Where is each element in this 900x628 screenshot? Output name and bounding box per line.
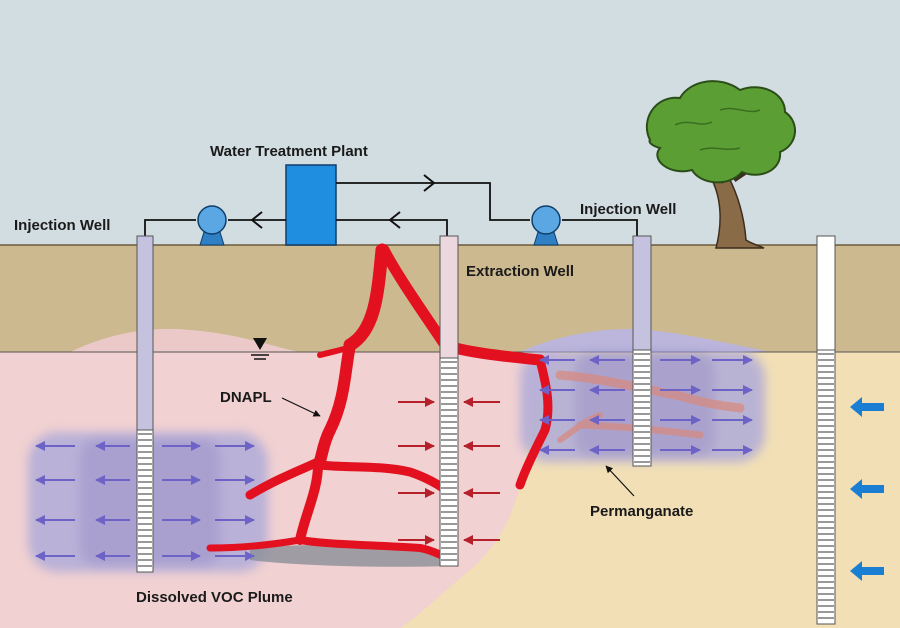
label-dnapl: DNAPL <box>220 389 272 406</box>
well-screen-monitoring <box>816 349 836 625</box>
injection-well-left <box>136 235 154 573</box>
extraction-well <box>439 235 459 567</box>
pump-icon-left <box>197 205 227 246</box>
monitoring-well <box>816 235 836 625</box>
pump-icon-right <box>531 205 561 246</box>
permanganate-leader-line <box>605 465 635 497</box>
label-injection-well-left: Injection Well <box>14 217 110 234</box>
treatment-plant <box>285 164 337 246</box>
well-screen-left <box>136 429 154 573</box>
label-extraction-well: Extraction Well <box>466 263 574 280</box>
plume-mound-left <box>70 328 300 352</box>
label-dissolved-voc-plume: Dissolved VOC Plume <box>136 589 293 606</box>
pipe-flow-arrows <box>250 174 436 229</box>
permanganate-flow-arrows <box>35 355 753 561</box>
dnapl-plume <box>206 243 553 562</box>
label-permanganate: Permanganate <box>590 503 693 520</box>
well-screen-slots <box>138 353 834 619</box>
well-screen-extraction <box>439 357 459 567</box>
flow-arrow-icon <box>850 397 884 581</box>
label-injection-well-right: Injection Well <box>580 201 676 218</box>
dnapl-leader-line <box>281 397 321 417</box>
pipeline <box>144 182 638 236</box>
extraction-flow-arrows <box>398 397 500 545</box>
water-table-symbol <box>251 338 269 360</box>
tree-icon <box>645 80 796 249</box>
label-water-treatment-plant: Water Treatment Plant <box>210 143 368 160</box>
